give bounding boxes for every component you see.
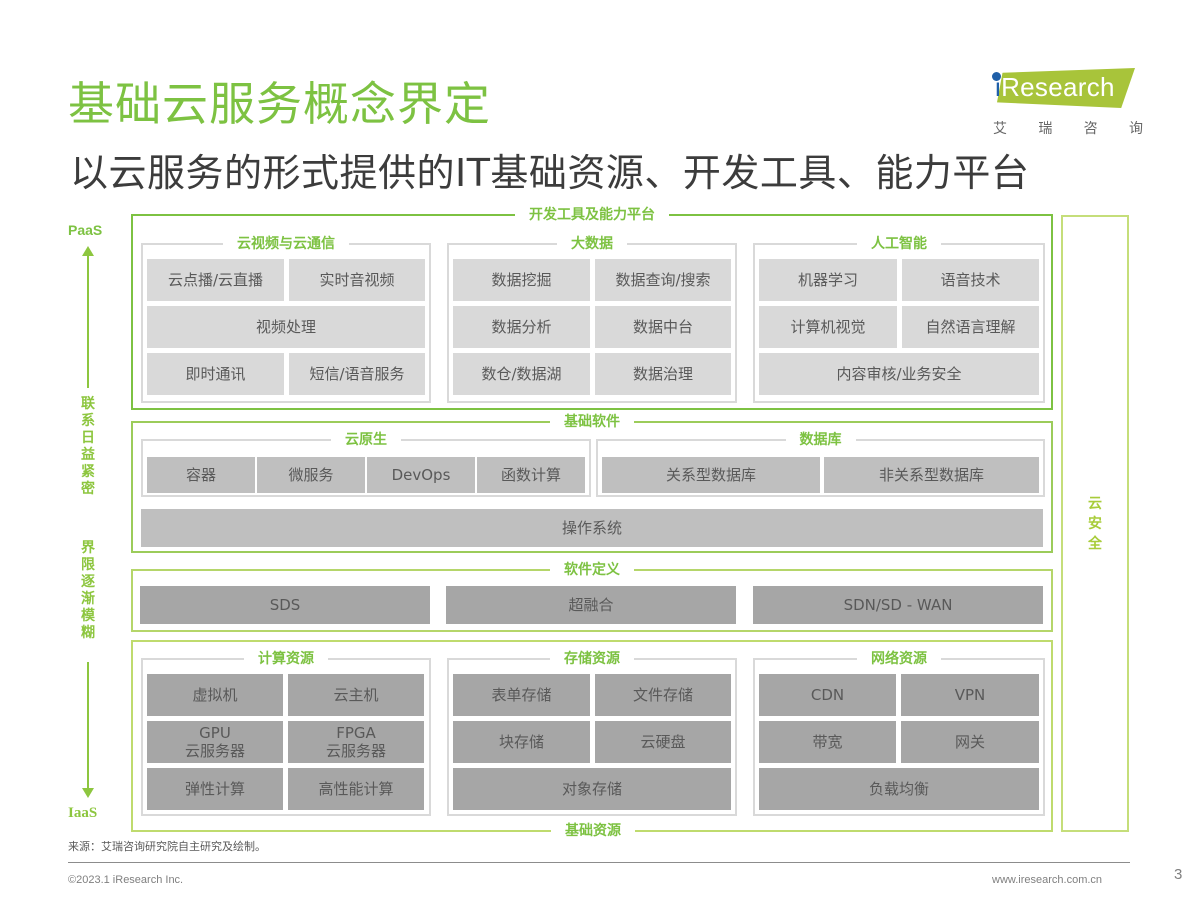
axis-text-boundary: 界限逐 渐模糊	[81, 540, 95, 641]
logo-band	[997, 68, 1135, 108]
group-storage: 存储资源 表单存储 文件存储 块存储 云硬盘 对象存储	[447, 650, 737, 816]
cell: 数据中台	[595, 306, 731, 348]
copyright: ©2023.1 iResearch Inc.	[68, 874, 184, 886]
cell: 微服务	[257, 457, 365, 493]
page-subtitle: 以云服务的形式提供的IT基础资源、开发工具、能力平台	[70, 151, 1030, 195]
axis-line-top	[87, 254, 89, 388]
cell: 对象存储	[453, 768, 731, 810]
cell: 超融合	[446, 586, 736, 624]
cell: 高性能计算	[288, 768, 424, 810]
footer-divider	[68, 862, 1130, 863]
axis-label-paas: PaaS	[68, 222, 103, 238]
cloud-security-label: 云安全	[1088, 495, 1102, 552]
cell: 负载均衡	[759, 768, 1039, 810]
cell: 内容审核/业务安全	[759, 353, 1039, 395]
group-title: 人工智能	[857, 235, 941, 253]
layer-title: 软件定义	[550, 561, 634, 579]
arrow-up-icon	[82, 246, 94, 256]
cell: 数据查询/搜索	[595, 259, 731, 301]
group-compute: 计算资源 虚拟机 云主机 GPU 云服务器 FPGA 云服务器 弹性计算 高性能…	[141, 650, 431, 816]
cell: 网关	[901, 721, 1039, 763]
cell: SDS	[140, 586, 430, 624]
group-title: 计算资源	[244, 650, 328, 668]
cell: 视频处理	[147, 306, 425, 348]
group-network: 网络资源 CDN VPN 带宽 网关 负载均衡	[753, 650, 1045, 816]
cell: 函数计算	[477, 457, 585, 493]
group-big-data: 大数据 数据挖掘 数据查询/搜索 数据分析 数据中台 数仓/数据湖 数据治理	[447, 235, 737, 403]
cell: 即时通讯	[147, 353, 284, 395]
layer-software-defined: 软件定义 SDS 超融合 SDN/SD - WAN	[131, 561, 1053, 632]
layer-title: 开发工具及能力平台	[515, 206, 669, 224]
cell: FPGA 云服务器	[288, 721, 424, 763]
page-title: 基础云服务概念界定	[68, 77, 491, 131]
cell: 云主机	[288, 674, 424, 716]
cell: 带宽	[759, 721, 896, 763]
group-title: 云视频与云通信	[223, 235, 349, 253]
cell-os: 操作系统	[141, 509, 1043, 547]
cell: 云硬盘	[595, 721, 731, 763]
cell: 非关系型数据库	[824, 457, 1039, 493]
cell: CDN	[759, 674, 896, 716]
page-number: 3	[1174, 866, 1183, 883]
group-title: 网络资源	[857, 650, 941, 668]
cell: 块存储	[453, 721, 590, 763]
cell: 虚拟机	[147, 674, 283, 716]
cloud-security-column: 云安全	[1061, 215, 1129, 832]
cell: SDN/SD - WAN	[753, 586, 1043, 624]
group-title: 大数据	[557, 235, 627, 253]
layer-paas: 开发工具及能力平台 云视频与云通信 云点播/云直播 实时音视频 视频处理 即时通…	[131, 206, 1053, 410]
axis-line-bottom	[87, 662, 89, 790]
cell: GPU 云服务器	[147, 721, 283, 763]
group-title: 数据库	[785, 431, 856, 449]
cell: 关系型数据库	[602, 457, 820, 493]
cell: 容器	[147, 457, 255, 493]
cell: 实时音视频	[289, 259, 425, 301]
cell: 数据分析	[453, 306, 590, 348]
cell: 机器学习	[759, 259, 897, 301]
cell: 文件存储	[595, 674, 731, 716]
group-title: 云原生	[331, 431, 401, 449]
arrow-down-icon	[82, 788, 94, 798]
layer-title: 基础软件	[550, 413, 634, 431]
logo-dot-icon	[992, 72, 1001, 81]
group-title: 存储资源	[550, 650, 634, 668]
layer-title: 基础资源	[551, 822, 635, 840]
iresearch-logo: iResearch 艾瑞咨询	[985, 62, 1145, 140]
cell: 弹性计算	[147, 768, 283, 810]
cell: DevOps	[367, 457, 475, 493]
logo-text: iResearch	[995, 72, 1115, 102]
cell: 自然语言理解	[902, 306, 1039, 348]
group-ai: 人工智能 机器学习 语音技术 计算机视觉 自然语言理解 内容审核/业务安全	[753, 235, 1045, 403]
group-database: 数据库 关系型数据库 非关系型数据库	[596, 431, 1045, 497]
axis-label-iaas: IaaS	[68, 805, 98, 821]
cell: 计算机视觉	[759, 306, 897, 348]
layer-base-software: 基础软件 云原生 容器 微服务 DevOps 函数计算 数据库 关系型数据库 非…	[131, 413, 1053, 553]
group-video-comm: 云视频与云通信 云点播/云直播 实时音视频 视频处理 即时通讯 短信/语音服务	[141, 235, 431, 403]
cell: VPN	[901, 674, 1039, 716]
cell: 数据挖掘	[453, 259, 590, 301]
cell: 数据治理	[595, 353, 731, 395]
source-note: 来源：艾瑞咨询研究院自主研究及绘制。	[68, 840, 266, 853]
cell: 数仓/数据湖	[453, 353, 590, 395]
group-cloud-native: 云原生 容器 微服务 DevOps 函数计算	[141, 431, 591, 497]
axis-text-relation: 联系日 益紧密	[81, 396, 95, 497]
layer-iaas: 基础资源 计算资源 虚拟机 云主机 GPU 云服务器 FPGA 云服务器 弹性计…	[131, 640, 1053, 840]
cell: 短信/语音服务	[289, 353, 425, 395]
cell: 表单存储	[453, 674, 590, 716]
cell: 语音技术	[902, 259, 1039, 301]
cell: 云点播/云直播	[147, 259, 284, 301]
logo-chinese: 艾瑞咨询	[993, 121, 1143, 137]
website-link[interactable]: www.iresearch.com.cn	[992, 874, 1103, 886]
